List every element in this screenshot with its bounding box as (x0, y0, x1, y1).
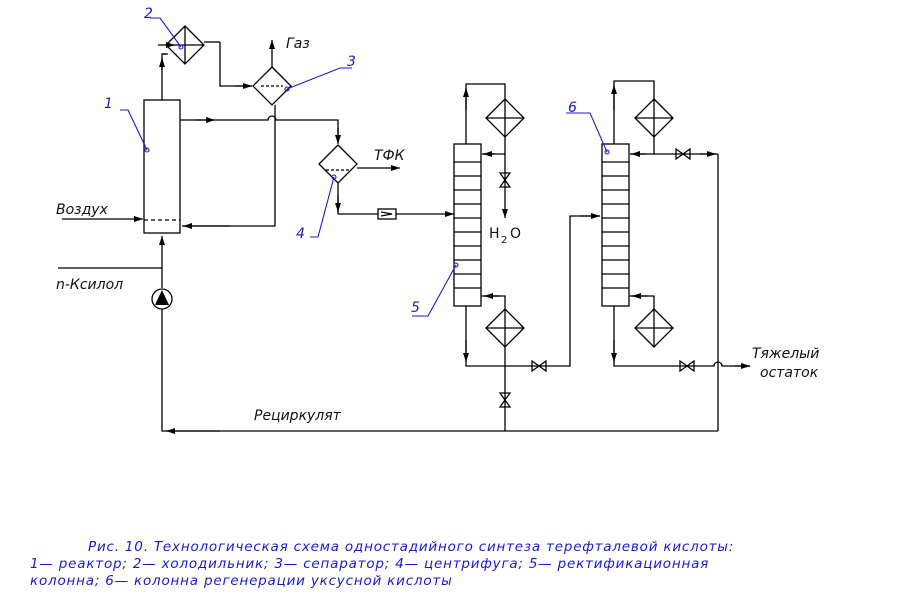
xylene-label: n-Ксилол (56, 277, 123, 293)
xylene-feed-line (58, 236, 165, 288)
reactor-1 (143, 99, 181, 234)
regeneration-column-6 (601, 143, 630, 307)
callout-6 (566, 112, 610, 155)
caption-line-1: Рис. 10. Технологическая схема одностади… (88, 539, 735, 555)
condenser-column-6 (611, 80, 719, 431)
water-label-h: H (489, 226, 500, 242)
separator-3 (252, 40, 292, 106)
callout-5 (412, 262, 459, 317)
reactor-to-cooler-line (159, 53, 168, 100)
number-4: 4 (296, 226, 305, 242)
number-2: 2 (144, 6, 153, 22)
figure-caption: Рис. 10. Технологическая схема одностади… (30, 539, 890, 590)
air-label: Воздух (56, 202, 109, 218)
water-label-2: 2 (501, 235, 507, 246)
rectification-column-5 (453, 143, 482, 307)
heavy-residue-label-line1: Тяжелый (752, 346, 819, 362)
callout-1 (120, 109, 150, 153)
caption-line-2: 1— реактор; 2— холодильник; 3— сепаратор… (30, 556, 710, 572)
recycle-line (161, 309, 718, 434)
recycle-label: Рециркулят (254, 408, 342, 424)
cooler-to-separator-line (204, 41, 252, 89)
tfk-label: ТФК (374, 148, 406, 164)
number-3: 3 (347, 54, 356, 70)
water-label-o: O (510, 226, 521, 242)
gas-label: Газ (286, 36, 310, 52)
number-6: 6 (568, 100, 577, 116)
centrifuge-to-column-line (335, 183, 454, 220)
condenser-column-5 (463, 83, 525, 218)
water-label: H 2 O (489, 226, 521, 246)
callout-3 (284, 67, 352, 92)
number-5: 5 (411, 300, 420, 316)
reboiler-column-5 (463, 213, 600, 431)
callout-4 (310, 174, 337, 238)
reboiler-column-6 (611, 293, 750, 373)
reactor-to-centrifuge-line (180, 115, 341, 144)
caption-line-3: колонна; 6— колонна регенерации уксусной… (30, 573, 453, 589)
separator-return-line (182, 105, 276, 229)
cooler-2 (158, 25, 205, 65)
heavy-residue-label-line2: остаток (760, 365, 819, 381)
pump (151, 288, 173, 310)
callout-2 (150, 17, 184, 50)
number-1: 1 (104, 96, 113, 112)
